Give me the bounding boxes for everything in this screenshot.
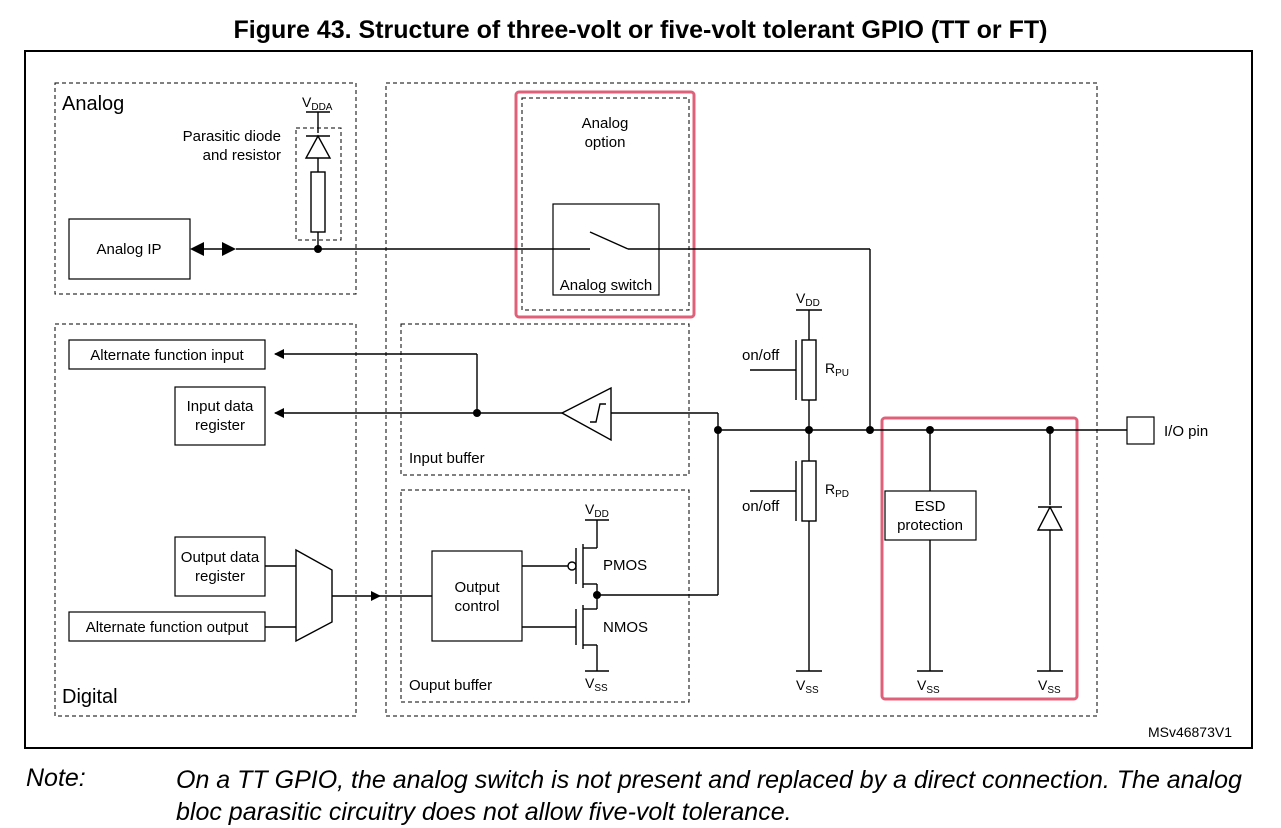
- analog-switch-label: Analog switch: [560, 277, 653, 294]
- digital-region-label: Digital: [62, 686, 118, 708]
- parasitic-label-line2: and resistor: [203, 147, 281, 164]
- analog-region-label: Analog: [62, 93, 124, 115]
- output-data-register-block: [174, 536, 266, 597]
- figure-frame: [24, 50, 1253, 749]
- esd-label-1: ESD: [915, 498, 946, 515]
- esd-highlight: [880, 416, 1079, 701]
- pull-down-icon: [795, 460, 817, 522]
- rpu-label: RPU: [825, 360, 849, 379]
- analog-bidir-arrow: [190, 242, 236, 256]
- vdda-label: VDDA: [302, 94, 333, 113]
- input-buffer-region: [400, 323, 690, 476]
- pd-on-off-label: on/off: [742, 498, 780, 515]
- output-buffer-label: Ouput buffer: [409, 677, 492, 694]
- input-data-register-label-1: Input data: [187, 398, 254, 415]
- alt-func-input-block: [68, 339, 266, 370]
- output-buffer-region: [400, 489, 690, 703]
- figure-title: Figure 43. Structure of three-volt or fi…: [233, 16, 1048, 44]
- input-buffer-label: Input buffer: [409, 450, 485, 467]
- figure-code: MSv46873V1: [1148, 724, 1232, 740]
- vss-diode-label: VSS: [1038, 677, 1061, 696]
- output-data-register-label-1: Output data: [181, 549, 260, 566]
- pmos-transistor-icon: [567, 519, 609, 606]
- gpio-structure-diagram: Analog Digital Parasitic diode and resis…: [24, 50, 1253, 749]
- rpd-label: RPD: [825, 481, 849, 500]
- vss-pd-label: VSS: [796, 677, 819, 696]
- analog-ip-label: Analog IP: [96, 241, 161, 258]
- output-data-register-label-2: register: [195, 568, 245, 585]
- input-data-register-block: [174, 386, 266, 446]
- pmos-label: PMOS: [603, 557, 647, 574]
- junction-dots: [314, 245, 1054, 599]
- pull-up-icon: [795, 339, 817, 401]
- output-control-label-1: Output: [454, 579, 500, 596]
- analog-region: [54, 82, 357, 295]
- io-pin-label: I/O pin: [1164, 423, 1208, 440]
- esd-protection-block: [884, 490, 977, 541]
- clamp-diode-icon: [1036, 505, 1064, 531]
- note-text: On a TT GPIO, the analog switch is not p…: [176, 766, 1242, 826]
- nmos-transistor-icon: [575, 605, 609, 672]
- pu-on-off-label: on/off: [742, 347, 780, 364]
- analog-option-label-line1: Analog: [582, 115, 629, 132]
- parasitic-label-line1: Parasitic diode: [183, 128, 281, 145]
- output-mux-icon: [295, 548, 333, 643]
- alt-func-input-label: Alternate function input: [90, 347, 244, 364]
- analog-option-label-line2: option: [585, 134, 626, 151]
- vdd-pmos-label: VDD: [585, 501, 609, 520]
- vss-esd-label: VSS: [917, 677, 940, 696]
- note-label: Note:: [26, 764, 86, 792]
- parasitic-resistor-icon: [310, 171, 326, 233]
- vdd-pu-label: VDD: [796, 290, 820, 309]
- alt-func-output-block: [68, 611, 266, 642]
- esd-label-2: protection: [897, 517, 963, 534]
- alt-func-output-label: Alternate function output: [86, 619, 249, 636]
- output-control-label-2: control: [454, 598, 499, 615]
- analog-switch-symbol: [589, 231, 629, 250]
- digital-region: [54, 323, 357, 717]
- input-data-register-label-2: register: [195, 417, 245, 434]
- nmos-label: NMOS: [603, 619, 648, 636]
- analog-option-highlight: [514, 90, 696, 319]
- vss-nmos-label: VSS: [585, 675, 608, 694]
- parasitic-diode-icon: [304, 134, 332, 159]
- output-control-block: [431, 550, 523, 642]
- schmitt-trigger-icon: [560, 386, 612, 442]
- analog-option-region: [521, 97, 690, 311]
- io-pin-block: [1126, 416, 1155, 445]
